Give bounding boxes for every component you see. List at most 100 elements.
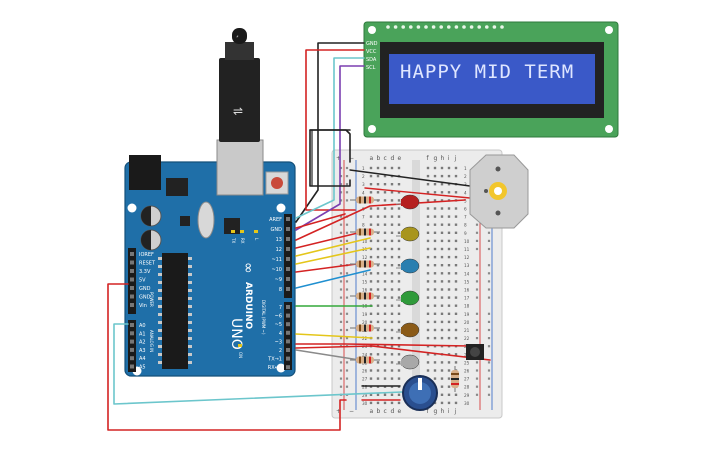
column-label: d — [391, 155, 395, 162]
power-pin-label: GND — [139, 286, 151, 292]
column-label: a — [370, 408, 374, 415]
column-label: c — [384, 155, 387, 162]
row-label: 20 — [362, 320, 368, 325]
column-label: e — [398, 408, 402, 415]
lcd-pin-gnd: GND — [366, 41, 378, 47]
column-label: f — [427, 408, 430, 415]
analog-pin-label: A3 — [139, 348, 146, 354]
onboard-led-label: TX — [231, 237, 236, 243]
row-label: 28 — [362, 385, 368, 390]
row-label: 15 — [362, 279, 368, 284]
row-label: 20 — [464, 320, 470, 325]
arduino-brand: ARDUINO — [243, 282, 253, 330]
power-pin-label: GND — [139, 295, 151, 301]
digital-pin-label: ~6 — [275, 314, 282, 320]
row-label: 22 — [464, 336, 470, 341]
row-label: 2 — [362, 174, 365, 179]
onboard-led-label: ON — [238, 352, 243, 358]
column-label: f — [427, 155, 430, 162]
power-jack — [129, 155, 161, 190]
row-label: 12 — [362, 255, 368, 260]
row-label: 4 — [464, 190, 467, 195]
power-pin-label: Vin — [139, 303, 147, 309]
wires — [107, 42, 491, 431]
row-label: 7 — [464, 215, 467, 220]
row-label: 26 — [464, 369, 470, 374]
row-label: 30 — [362, 401, 368, 406]
row-label: 26 — [362, 369, 368, 374]
row-label: 17 — [464, 296, 470, 301]
column-label: d — [391, 408, 395, 415]
row-label: 21 — [464, 328, 470, 333]
lcd-module: HAPPY MID TERM GND VCC SDA SCL — [363, 21, 619, 138]
row-label: 16 — [362, 288, 368, 293]
potentiometer[interactable] — [402, 375, 438, 411]
arduino-model: UNO — [228, 318, 244, 350]
digital-pin-label: 12 — [276, 247, 282, 253]
usb-cable — [219, 58, 260, 142]
button-resistor — [451, 366, 459, 392]
row-label: 24 — [362, 352, 368, 357]
row-label: 30 — [464, 401, 470, 406]
lcd-screen — [389, 54, 595, 104]
usb-icon: ⇌ — [233, 104, 243, 118]
column-label: e — [398, 155, 402, 162]
column-label: h — [441, 408, 445, 415]
rail-minus-label: − — [349, 155, 354, 162]
resistors — [350, 196, 380, 364]
row-label: 22 — [362, 336, 368, 341]
column-label: c — [384, 408, 387, 415]
reset-button[interactable] — [271, 177, 283, 189]
row-label: 19 — [362, 312, 368, 317]
row-label: 1 — [464, 166, 467, 171]
digital-header-title: DIGITAL (PWM ~) — [261, 300, 266, 335]
leds — [396, 194, 420, 370]
lcd-pin-vcc: VCC — [366, 49, 377, 55]
row-label: 15 — [464, 279, 470, 284]
column-label: b — [377, 155, 381, 162]
row-label: 8 — [464, 223, 467, 228]
row-label: 14 — [362, 271, 368, 276]
pot-indicator — [418, 378, 422, 390]
breadboard-row-labels: 1122334455667788991010111112121313141415… — [362, 166, 470, 406]
row-label: 9 — [464, 231, 467, 236]
column-label: i — [448, 155, 450, 162]
row-label: 29 — [464, 393, 470, 398]
wire-lcd-scl — [295, 65, 365, 231]
row-label: 14 — [464, 271, 470, 276]
row-label: 11 — [464, 247, 470, 252]
analog-header-title: ANALOG IN — [149, 330, 154, 352]
rail-plus-label: + — [336, 155, 341, 162]
digital-pin-label: ~11 — [271, 257, 282, 263]
row-label: 3 — [362, 182, 365, 187]
wire-5v-loop — [107, 283, 347, 431]
row-label: 2 — [464, 174, 467, 179]
row-label: 25 — [464, 360, 470, 365]
arduino-board: ⚡ ⇌ ∞ ARDUINO UNO L — [124, 28, 296, 377]
atmega-chip — [162, 253, 188, 369]
row-label: 6 — [464, 207, 467, 212]
column-label: j — [454, 408, 457, 415]
svg-text:∞: ∞ — [240, 262, 256, 274]
wire-lcd-sda — [295, 57, 365, 219]
row-label: 29 — [362, 393, 368, 398]
row-label: 10 — [464, 239, 470, 244]
rail-plus-label-bottom: + — [336, 408, 341, 415]
onboard-led-label: RX — [240, 238, 245, 244]
pushbutton[interactable] — [466, 344, 484, 360]
row-label: 7 — [362, 215, 365, 220]
power-pin-label: RESET — [139, 261, 156, 267]
digital-pin-label: ~9 — [275, 277, 282, 283]
power-header-title: POWER — [149, 292, 154, 307]
analog-pin-label: A1 — [139, 331, 146, 337]
lcd-pin-scl: SCL — [366, 65, 376, 71]
digital-pin-label: TX→1 — [267, 357, 282, 363]
row-label: 1 — [362, 166, 365, 171]
digital-pin-label: GND — [271, 227, 283, 233]
rail-minus-label-bottom: − — [349, 408, 354, 415]
row-label: 13 — [464, 263, 470, 268]
column-label: a — [370, 155, 374, 162]
svg-text:⚡: ⚡ — [236, 34, 239, 39]
power-pin-label: IOREF — [139, 252, 154, 258]
